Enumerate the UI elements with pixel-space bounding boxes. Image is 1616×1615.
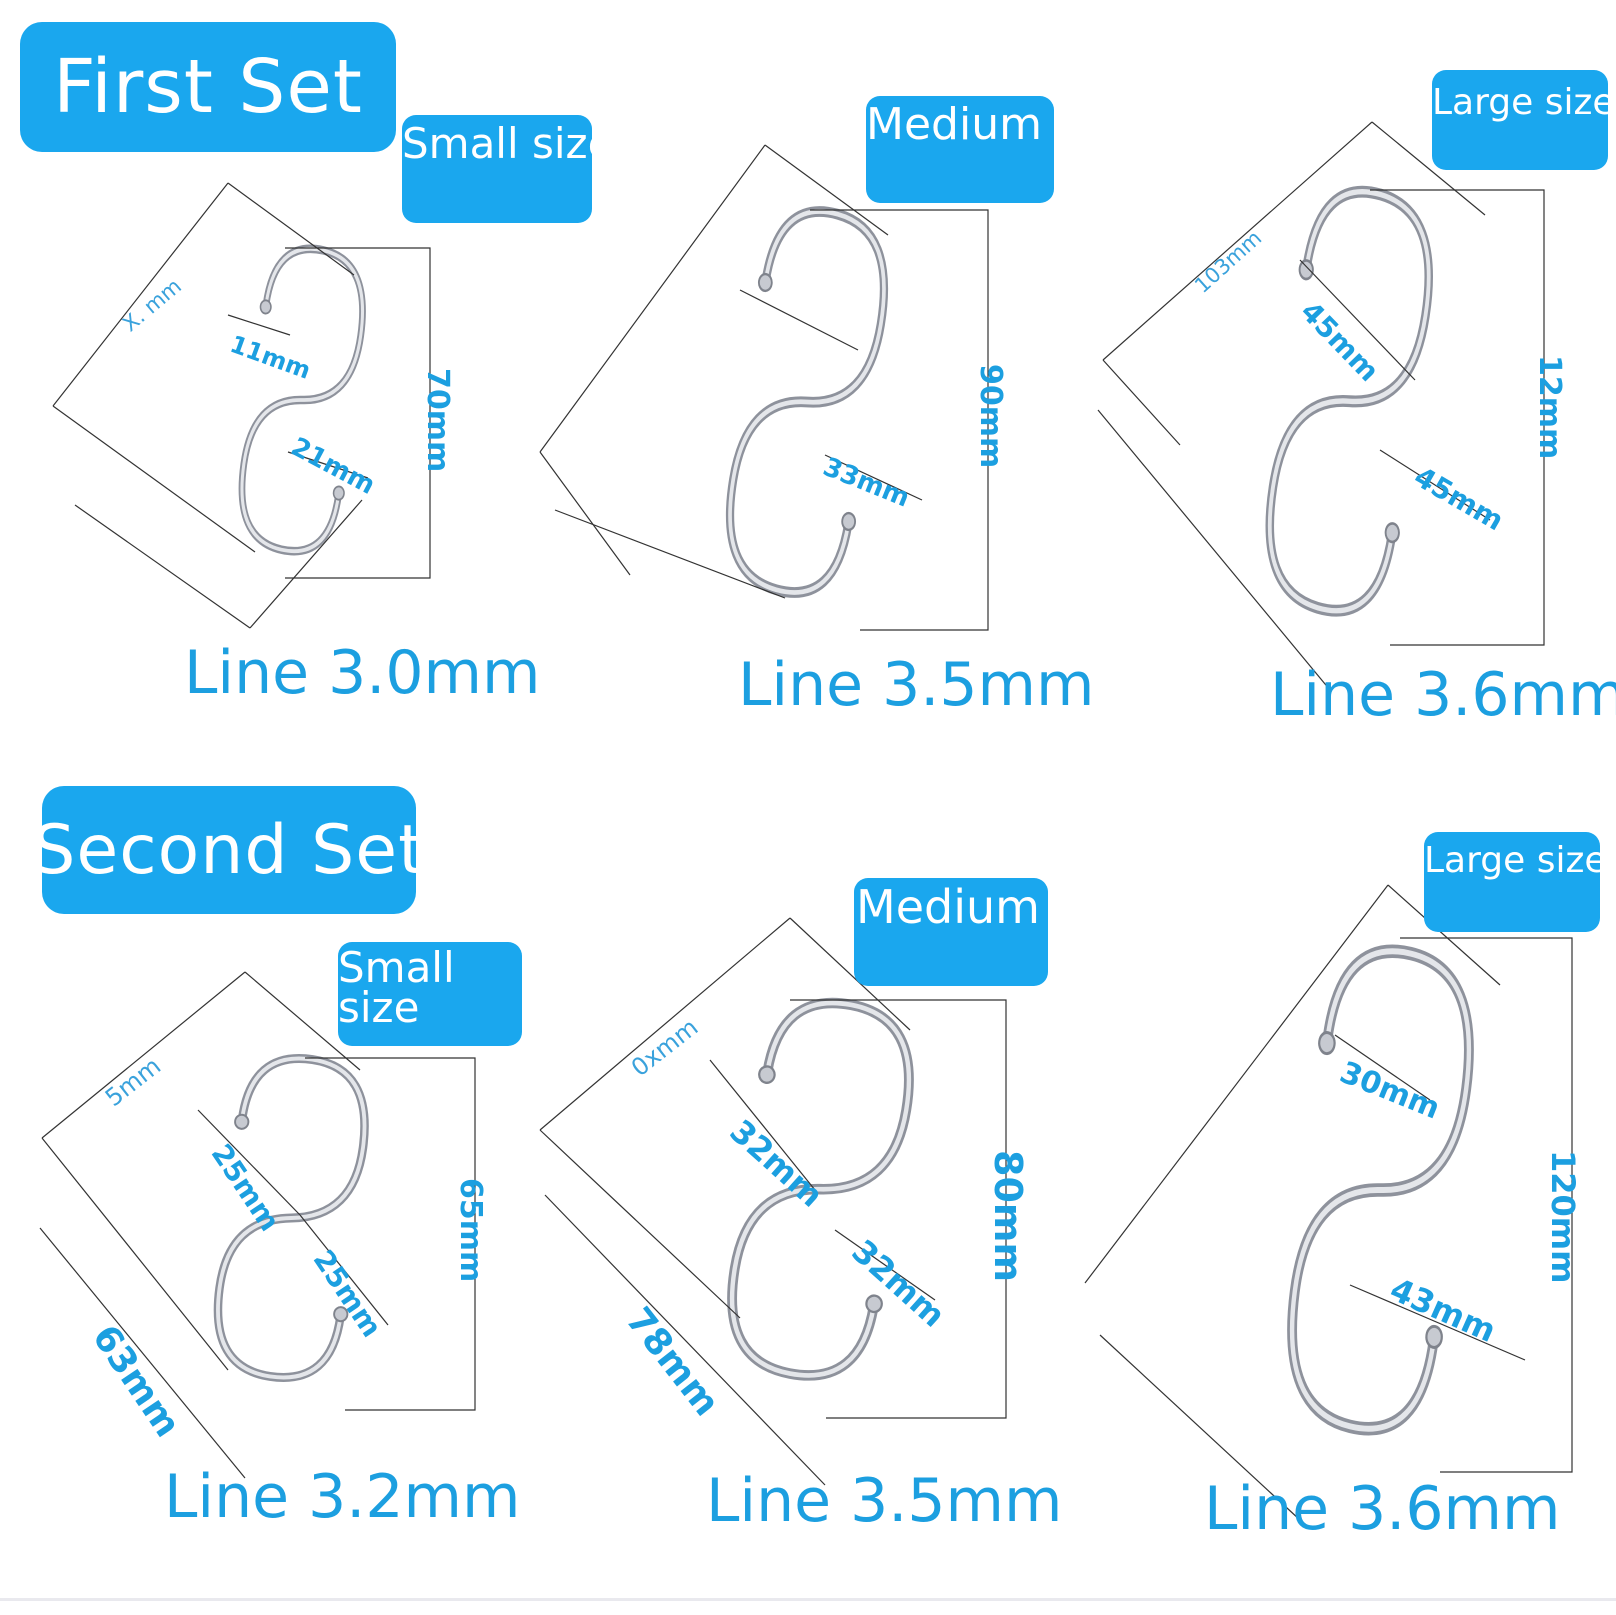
bottom-divider: [0, 1598, 1616, 1601]
size-badge-medium-set1: Medium: [866, 96, 1054, 203]
line-label-small-set1: Line 3.0mm: [184, 638, 541, 708]
hook-large-set2: [1084, 884, 1573, 1521]
set-title-first: First Set: [20, 22, 396, 152]
line-label-medium-set2: Line 3.5mm: [706, 1466, 1063, 1536]
line-label-large-set1: Line 3.6mm: [1270, 660, 1616, 730]
hook-small-set1: [52, 182, 431, 629]
size-badge-large-set1: Large size: [1432, 70, 1608, 170]
dim-height-large-set1: 12mm: [1532, 355, 1567, 460]
hook-medium-set1: [539, 144, 989, 631]
line-label-large-set2: Line 3.6mm: [1204, 1474, 1561, 1544]
hook-small-set2: [39, 971, 476, 1479]
hook-large-set1: [1097, 121, 1545, 691]
dim-height-medium-set1: 90mm: [973, 364, 1008, 469]
hook-medium-set2: [539, 917, 1007, 1486]
size-badge-medium-set2: Medium: [854, 878, 1048, 986]
set-title-second: Second Set: [32, 786, 425, 914]
dim-height-large-set2: 120mm: [1544, 1150, 1582, 1284]
line-label-medium-set1: Line 3.5mm: [738, 650, 1095, 720]
dim-height-small-set1: 70mm: [420, 368, 455, 473]
size-badge-large-set2: Large size: [1424, 832, 1600, 932]
dim-height-small-set2: 65mm: [453, 1178, 488, 1283]
size-badge-small-set2: Small size: [338, 942, 522, 1046]
size-badge-small-set1: Small size: [402, 115, 592, 223]
line-label-small-set2: Line 3.2mm: [164, 1462, 521, 1532]
dim-height-medium-set2: 80mm: [986, 1150, 1030, 1283]
